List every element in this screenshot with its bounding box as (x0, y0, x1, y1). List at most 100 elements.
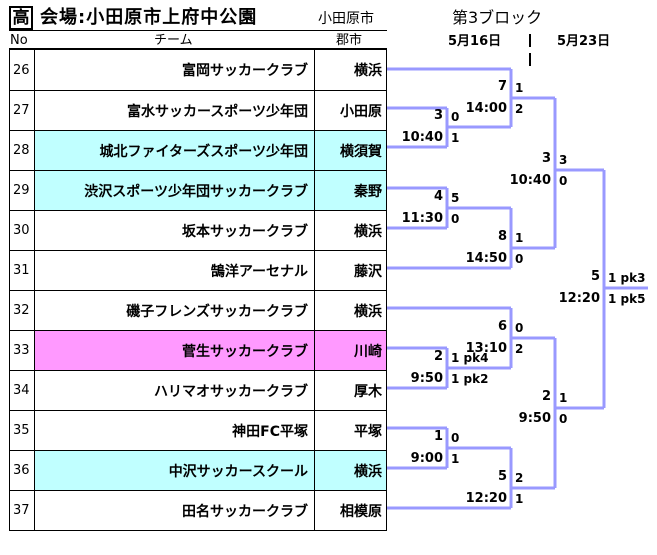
team-name: 神田FC平塚 (35, 411, 315, 450)
team-city: 小田原 (340, 103, 382, 120)
match-number: 5 (590, 269, 600, 284)
team-city: 横浜 (315, 451, 386, 490)
score-bottom: 0 (451, 212, 460, 226)
score-top: 3 (559, 153, 568, 167)
match-number: 2 (433, 349, 443, 364)
team-no: 37 (10, 491, 35, 530)
match-time: 12:20 (558, 291, 600, 306)
match-number: 6 (497, 319, 507, 334)
score-top: 5 (451, 191, 460, 205)
match-number: 4 (433, 189, 443, 204)
score-bottom: 1 (451, 131, 460, 145)
match-time: 14:50 (465, 251, 507, 266)
team-no: 29 (10, 171, 35, 210)
score-bottom: 2 (515, 102, 524, 116)
team-name: 富岡サッカークラブ (35, 50, 315, 90)
score-bottom: 0 (559, 174, 568, 188)
team-no: 30 (10, 211, 35, 250)
score-bottom: 1 (515, 492, 524, 506)
team-name: 中沢サッカースクール (35, 451, 315, 490)
match-number: 8 (497, 229, 507, 244)
score-top: 1 (559, 391, 568, 405)
score-bottom: 2 (515, 342, 524, 356)
team-no: 28 (10, 131, 35, 170)
team-name: ハリマオサッカークラブ (35, 371, 315, 410)
match-time: 9:50 (410, 371, 443, 386)
venue-city: 小田原市 (318, 11, 374, 27)
score-bottom: 0 (559, 412, 568, 426)
team-city: 秦野 (315, 171, 386, 210)
match-number: 5 (497, 469, 507, 484)
team-name: 富水サッカースポーツ少年団 (35, 91, 315, 130)
match-time: 9:00 (410, 451, 443, 466)
team-city: 厚木 (354, 383, 382, 400)
score-bottom: 1 (451, 452, 460, 466)
team-no: 31 (10, 251, 35, 290)
team-city: 横浜 (354, 63, 382, 79)
score-top: 1 pk3 (608, 271, 646, 285)
score-top: 1 (515, 81, 524, 95)
team-no: 33 (10, 331, 35, 370)
block-mark: 高 (9, 6, 33, 30)
score-bottom: 1 pk2 (451, 372, 489, 386)
team-city: 横須賀 (315, 131, 386, 170)
column-header-no: No (10, 33, 28, 48)
team-name: 菅生サッカークラブ (35, 331, 315, 370)
team-no: 32 (10, 291, 35, 330)
match-number: 3 (433, 108, 443, 123)
match-number: 7 (497, 79, 507, 94)
score-top: 0 (451, 110, 460, 124)
team-city: 藤沢 (354, 263, 382, 280)
match-time: 10:40 (401, 130, 443, 145)
team-name: 鵠洋アーセナル (35, 251, 315, 290)
column-header-team: チーム (154, 33, 193, 48)
match-number: 3 (541, 151, 551, 166)
team-no: 26 (10, 50, 35, 90)
score-top: 1 (515, 231, 524, 245)
match-number: 1 (433, 429, 443, 444)
header-divider (9, 30, 387, 31)
score-bottom: 1 pk5 (608, 292, 646, 306)
team-no: 35 (10, 411, 35, 450)
team-name: 城北ファイターズスポーツ少年団 (35, 131, 315, 170)
column-header-city: 郡市 (336, 33, 363, 48)
score-top: 2 (515, 471, 524, 485)
block-title: 第3ブロック (452, 8, 543, 27)
team-city: 横浜 (354, 223, 382, 240)
match-time: 13:10 (465, 341, 507, 356)
score-bottom: 0 (515, 252, 524, 266)
score-top: 0 (515, 321, 524, 335)
date-separator (529, 34, 531, 47)
match-time: 10:40 (509, 173, 551, 188)
match-time: 11:30 (401, 211, 443, 226)
date-separator (529, 53, 531, 66)
team-city: 相模原 (340, 503, 382, 520)
team-name: 田名サッカークラブ (35, 491, 315, 530)
match-time: 14:00 (465, 101, 507, 116)
header-underline (9, 48, 387, 49)
match-number: 2 (541, 389, 551, 404)
team-name: 渋沢スポーツ少年団サッカークラブ (35, 171, 315, 210)
team-name: 磯子フレンズサッカークラブ (35, 291, 315, 330)
team-city: 川崎 (315, 331, 386, 370)
score-top: 1 pk4 (451, 351, 489, 365)
team-city: 横浜 (354, 303, 382, 320)
team-no: 27 (10, 91, 35, 130)
round2-date: 5月23日 (557, 34, 611, 49)
venue-title: 会場:小田原市上府中公園 (40, 7, 258, 28)
team-city: 平塚 (354, 423, 382, 440)
